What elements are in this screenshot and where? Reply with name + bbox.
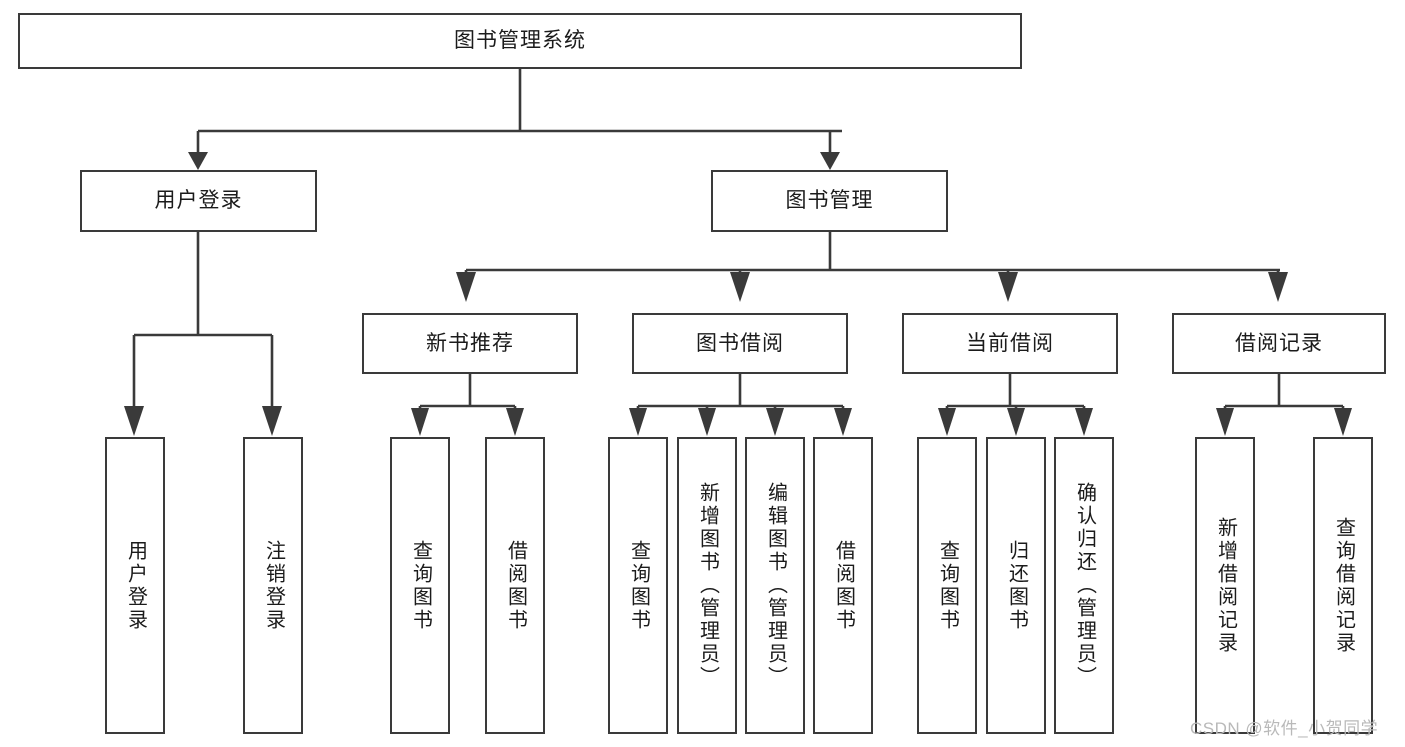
node-book-manage-label: 图书管理	[785, 189, 874, 213]
node-borrow-record-label: 借阅记录	[1235, 331, 1323, 355]
node-user-login[interactable]: 用户登录	[80, 170, 317, 232]
leaf-add-record-label: 新增借阅记录	[1214, 516, 1237, 655]
leaf-query-book-rec-label: 查询图书	[409, 539, 432, 632]
leaf-query-book-current-label: 查询图书	[936, 539, 959, 632]
node-user-login-label: 用户登录	[154, 189, 243, 213]
node-book-borrow-label: 图书借阅	[696, 331, 784, 355]
leaf-query-record[interactable]: 查询借阅记录	[1313, 437, 1373, 734]
leaf-add-book[interactable]: 新增图书（管理员）	[677, 437, 737, 734]
leaf-borrow-book-rec[interactable]: 借阅图书	[485, 437, 545, 734]
leaf-logout[interactable]: 注销登录	[243, 437, 303, 734]
leaf-query-book-current[interactable]: 查询图书	[917, 437, 977, 734]
node-current-borrow-label: 当前借阅	[966, 331, 1054, 355]
node-new-book-recommend-label: 新书推荐	[426, 331, 514, 355]
leaf-borrow-book[interactable]: 借阅图书	[813, 437, 873, 734]
wire-group-level3	[418, 374, 1345, 414]
node-root-label: 图书管理系统	[454, 29, 586, 53]
leaf-query-book-borrow-label: 查询图书	[627, 539, 650, 632]
node-book-manage[interactable]: 图书管理	[711, 170, 948, 232]
leaf-return-book-label: 归还图书	[1005, 539, 1028, 632]
node-root[interactable]: 图书管理系统	[18, 13, 1022, 69]
leaf-borrow-book-label: 借阅图书	[832, 539, 855, 632]
watermark: CSDN @软件_小贺同学	[1190, 719, 1379, 738]
leaf-borrow-book-rec-label: 借阅图书	[504, 539, 527, 632]
leaf-user-login[interactable]: 用户登录	[105, 437, 165, 734]
leaf-add-record[interactable]: 新增借阅记录	[1195, 437, 1255, 734]
leaf-return-book[interactable]: 归还图书	[986, 437, 1046, 734]
leaf-edit-book-label: 编辑图书（管理员）	[764, 482, 787, 689]
leaf-confirm-return-label: 确认归还（管理员）	[1073, 482, 1096, 689]
leaf-query-book-rec[interactable]: 查询图书	[390, 437, 450, 734]
leaf-user-login-label: 用户登录	[124, 539, 147, 632]
wire-group-root	[196, 69, 842, 152]
leaf-add-book-label: 新增图书（管理员）	[696, 482, 719, 689]
node-borrow-record[interactable]: 借阅记录	[1172, 313, 1386, 374]
node-book-borrow[interactable]: 图书借阅	[632, 313, 848, 374]
node-current-borrow[interactable]: 当前借阅	[902, 313, 1118, 374]
leaf-edit-book[interactable]: 编辑图书（管理员）	[745, 437, 805, 734]
leaf-logout-label: 注销登录	[262, 539, 285, 632]
node-new-book-recommend[interactable]: 新书推荐	[362, 313, 578, 374]
leaf-confirm-return[interactable]: 确认归还（管理员）	[1054, 437, 1114, 734]
leaf-query-book-borrow[interactable]: 查询图书	[608, 437, 668, 734]
leaf-query-record-label: 查询借阅记录	[1332, 516, 1355, 655]
